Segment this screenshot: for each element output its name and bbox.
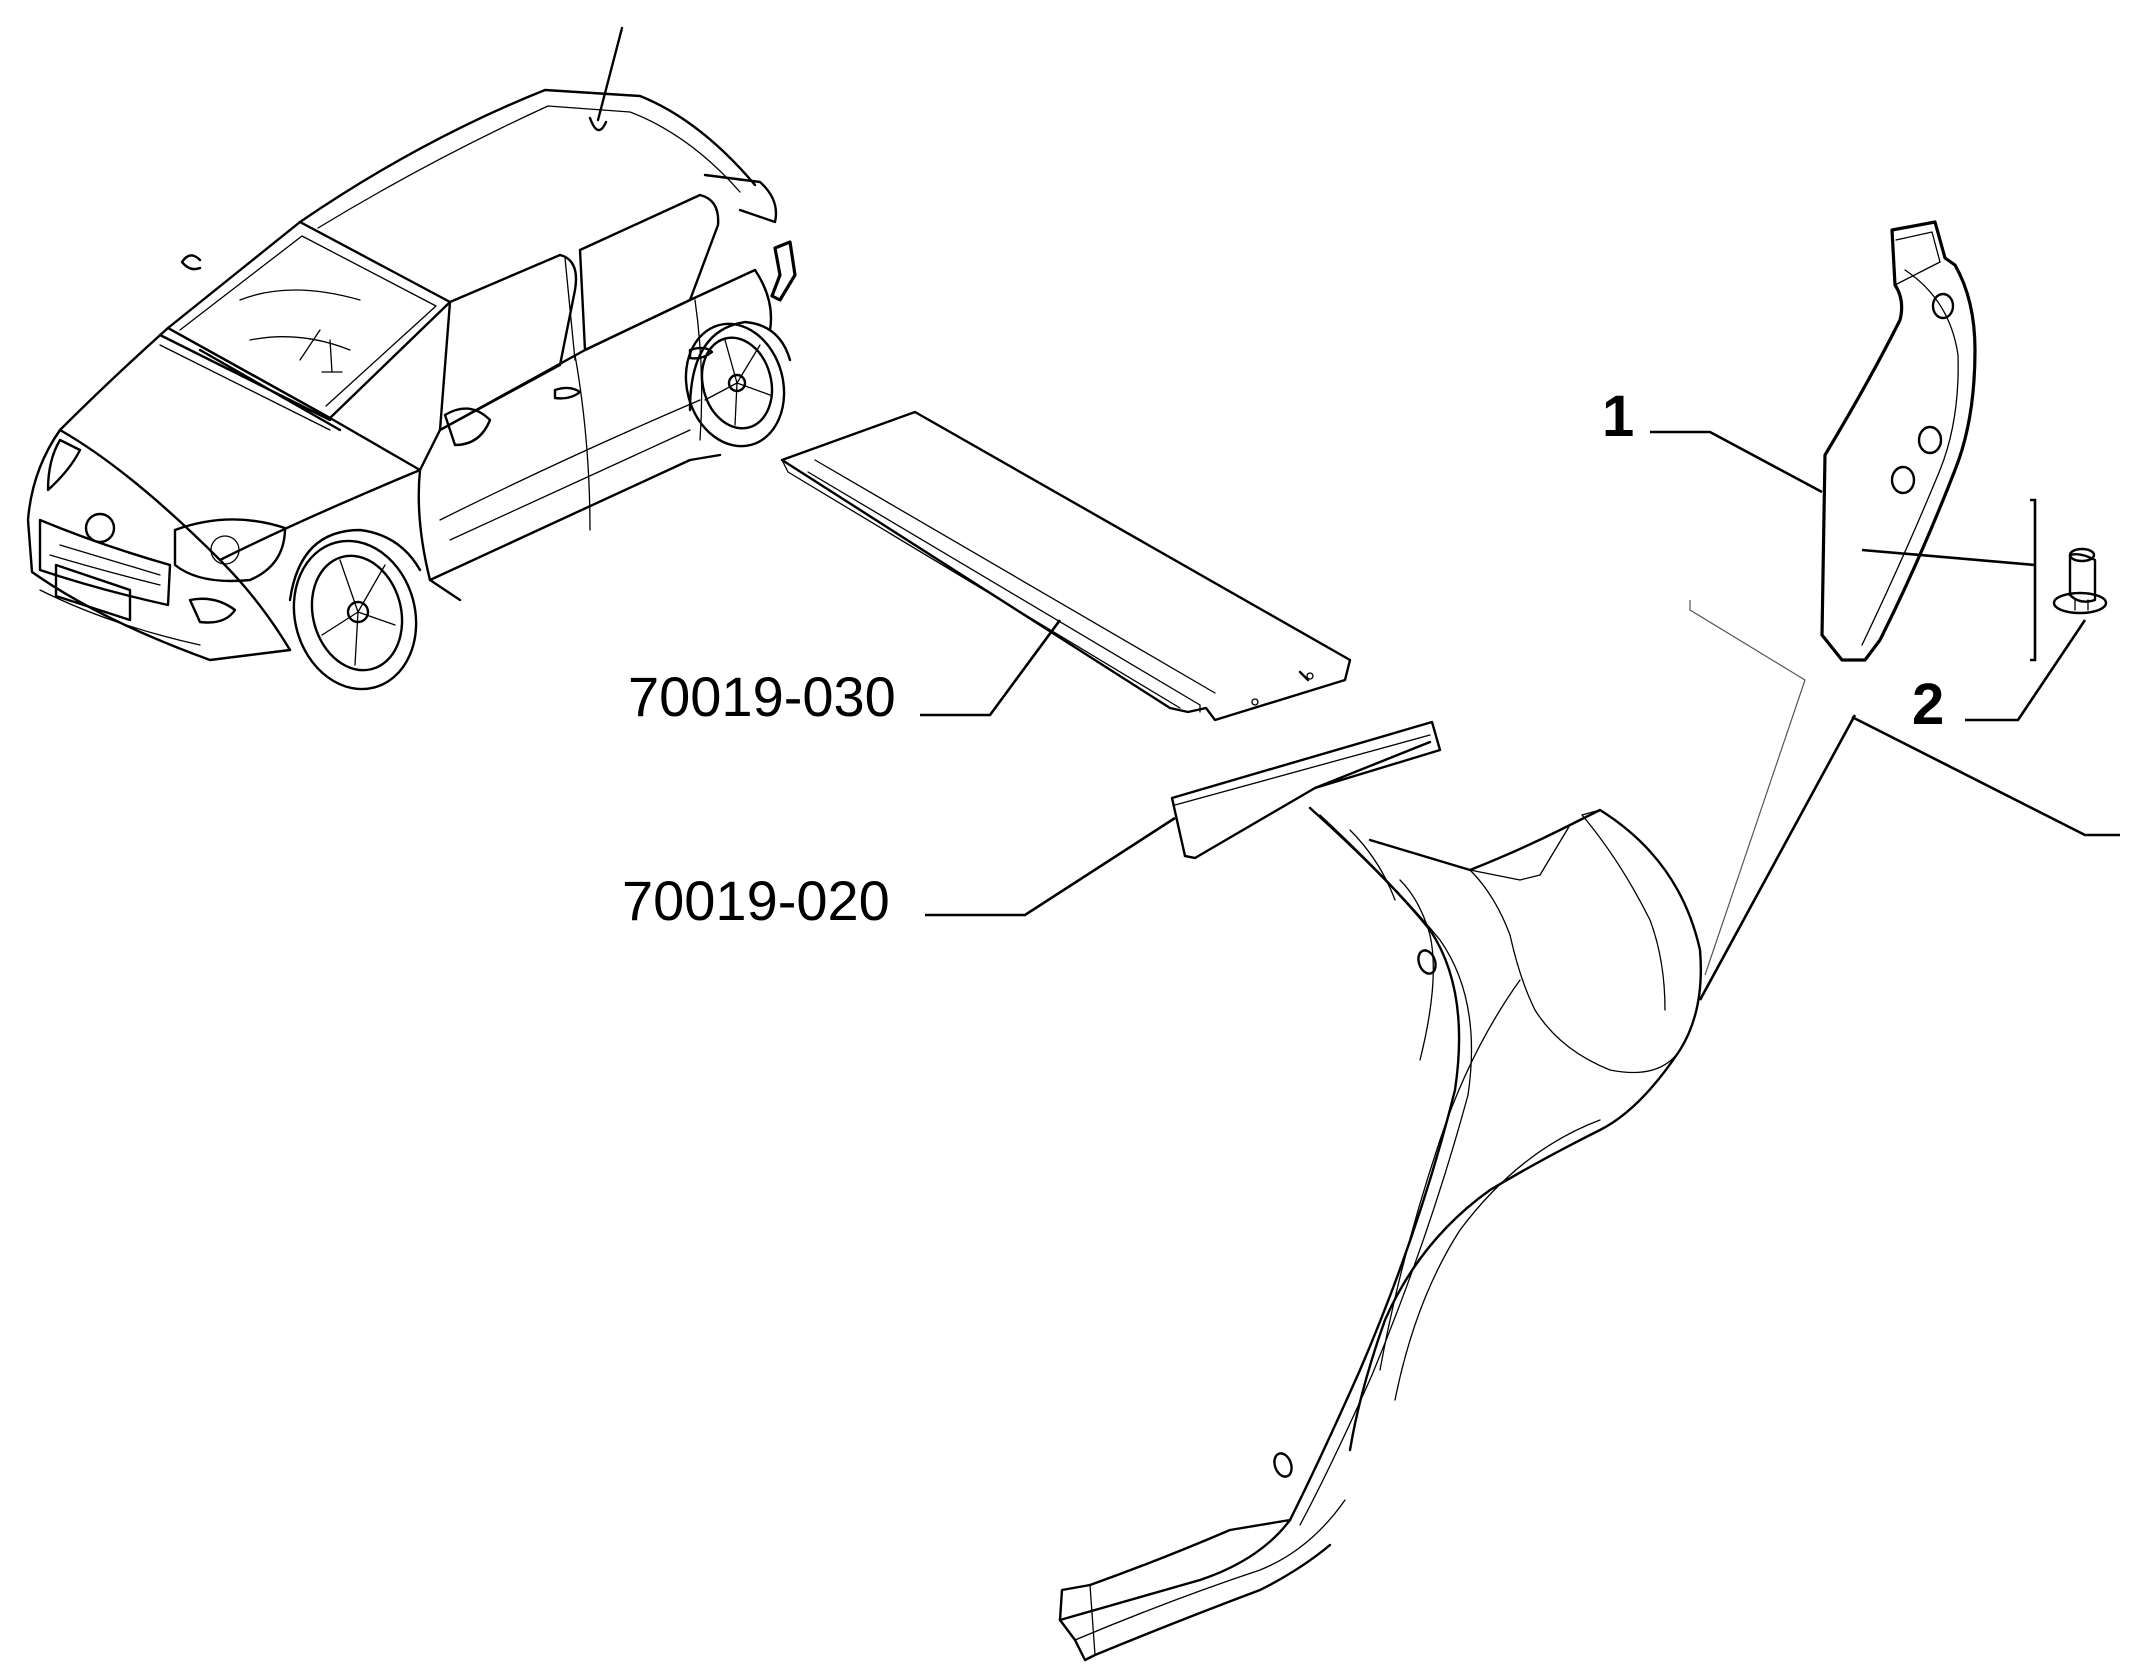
leader-lines (920, 430, 2120, 1001)
callout-part-2: 2 (1912, 672, 1944, 737)
part-2-nut-icon (2052, 547, 2108, 615)
car-overview-illustration (26, 26, 797, 691)
callout-part-1: 1 (1602, 384, 1634, 449)
rear-wheel-icon (684, 320, 792, 448)
callout-70019-030: 70019-030 (628, 665, 896, 728)
front-wheel-icon (288, 528, 422, 691)
panel-70019-020 (1058, 720, 1703, 1662)
part-1-bracket (1820, 220, 1977, 662)
callout-70019-020: 70019-020 (622, 869, 890, 932)
panel-70019-030 (780, 410, 1352, 722)
